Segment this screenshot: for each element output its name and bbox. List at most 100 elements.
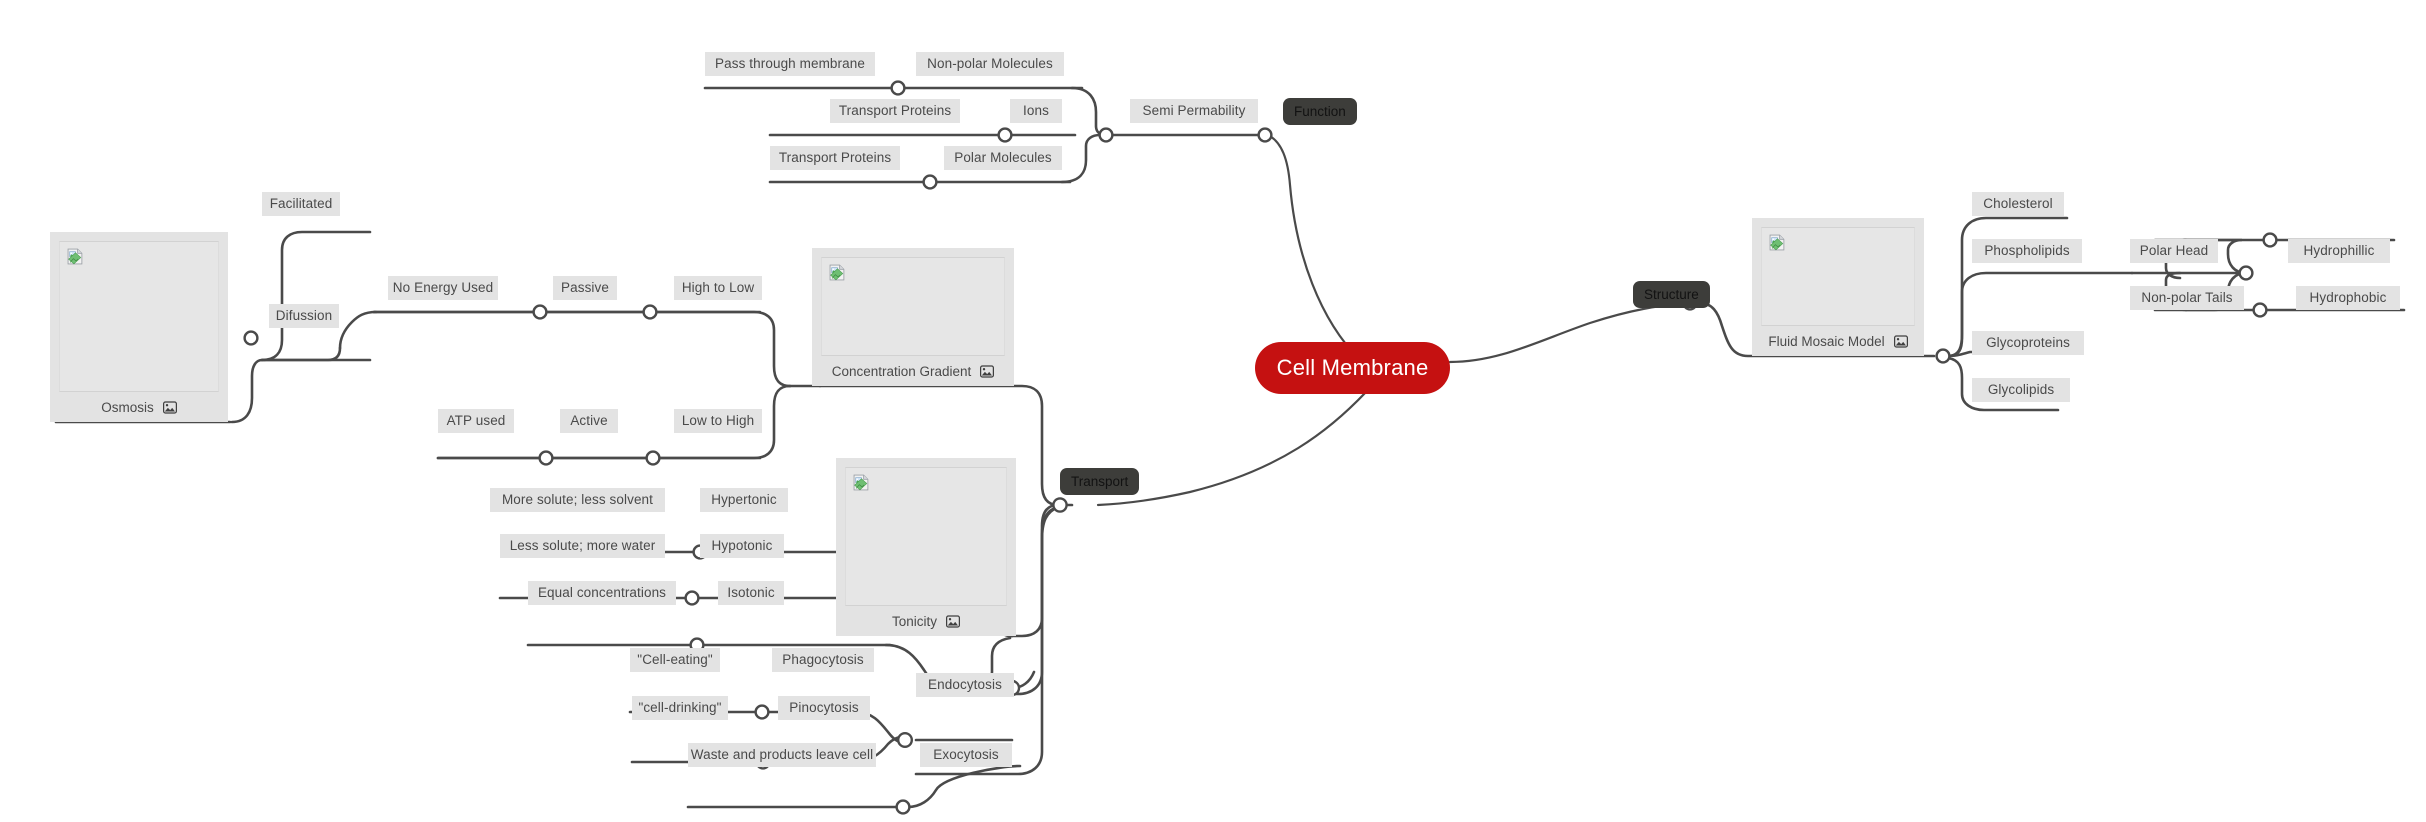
node-label: ATP used [446,413,506,429]
node-label: Passive [561,280,609,296]
node-glycoproteins[interactable]: Glycoproteins [1972,331,2084,355]
node-label: "cell-drinking" [638,700,722,716]
image-card-label: Osmosis [101,399,154,415]
node-isotonic[interactable]: Isotonic [718,581,784,605]
node-label: Glycoproteins [1986,335,2070,351]
image-card-caption: Concentration Gradient [812,356,1014,386]
category-node-structure[interactable]: Structure [1633,281,1710,308]
image-card-concentration-gradient[interactable]: Concentration Gradient [812,248,1014,386]
category-node-function[interactable]: Function [1283,98,1357,125]
node-label: Hypertonic [711,492,777,508]
image-card-label: Fluid Mosaic Model [1768,333,1885,349]
node-label: "Cell-eating" [637,652,713,668]
node-cholesterol[interactable]: Cholesterol [1972,192,2064,216]
image-card-caption: Tonicity [836,606,1016,636]
node-label: High to Low [681,280,755,296]
picture-icon [946,614,960,628]
node-non-polar-molecules[interactable]: Non-polar Molecules [916,52,1064,76]
node-non-polar-tails[interactable]: Non-polar Tails [2130,286,2244,310]
node-difussion[interactable]: Difussion [269,304,339,328]
node-less-solute-more-water[interactable]: Less solute; more water [500,534,665,558]
node-label: Hydrophillic [2303,243,2375,259]
node-label: More solute; less solvent [501,492,654,508]
image-placeholder-frame [59,241,219,392]
node-ions[interactable]: Ions [1010,99,1062,123]
node-hydrophobic[interactable]: Hydrophobic [2296,286,2400,310]
image-card-tonicity[interactable]: Tonicity [836,458,1016,636]
picture-icon [1893,334,1908,348]
image-placeholder-frame [845,467,1007,606]
node-label: Waste and products leave cell [690,747,874,763]
node-label: Facilitated [269,196,333,212]
category-label-structure: Structure [1644,286,1699,302]
node-label: Low to High [681,413,755,429]
picture-icon [162,400,177,414]
node-phospholipids[interactable]: Phospholipids [1972,239,2082,263]
node-label: Non-polar Tails [2141,290,2233,306]
node-pinocytosis[interactable]: Pinocytosis [778,696,870,720]
node-endocytosis[interactable]: Endocytosis [916,673,1014,697]
node-label: No Energy Used [392,280,494,296]
node-hypertonic[interactable]: Hypertonic [700,488,788,512]
node-label: Pinocytosis [789,700,859,716]
node-more-solute-less-solvent[interactable]: More solute; less solvent [490,488,665,512]
root-node-cell-membrane[interactable]: Cell Membrane [1255,342,1450,394]
node-polar-head[interactable]: Polar Head [2130,239,2218,263]
category-label-transport: Transport [1071,473,1129,489]
broken-image-icon [853,474,869,491]
node-transport-proteins-2[interactable]: Transport Proteins [770,146,900,170]
node-label: Cholesterol [1983,196,2053,212]
node-polar-molecules[interactable]: Polar Molecules [944,146,1062,170]
node-label: Pass through membrane [715,56,865,72]
node-transport-proteins-1[interactable]: Transport Proteins [830,99,960,123]
node-facilitated[interactable]: Facilitated [262,192,340,216]
node-atp-used[interactable]: ATP used [438,409,514,433]
node-label: Equal concentrations [537,585,667,601]
node-high-to-low[interactable]: High to Low [674,276,762,300]
node-waste-and-products-leave-cell[interactable]: Waste and products leave cell [688,743,876,767]
node-label: Less solute; more water [509,538,656,554]
node-semi-permability[interactable]: Semi Permability [1130,99,1258,123]
node-label: Endocytosis [928,677,1002,693]
node-cell-eating[interactable]: "Cell-eating" [630,648,720,672]
node-pass-through-membrane[interactable]: Pass through membrane [705,52,875,76]
node-label: Ions [1023,103,1049,119]
image-card-label: Tonicity [891,613,937,629]
node-no-energy-used[interactable]: No Energy Used [388,276,498,300]
picture-icon [980,364,995,378]
node-label: Hydrophobic [2309,290,2387,306]
image-card-caption: Fluid Mosaic Model [1752,326,1924,356]
node-passive[interactable]: Passive [553,276,617,300]
node-label: Polar Head [2139,243,2209,259]
root-node-label: Cell Membrane [1276,355,1429,380]
broken-image-icon [67,248,83,265]
node-hydrophillic[interactable]: Hydrophillic [2288,239,2390,263]
image-placeholder-frame [821,257,1005,356]
node-label: Semi Permability [1142,103,1246,119]
image-placeholder-frame [1761,227,1915,326]
node-active[interactable]: Active [560,409,618,433]
node-label: Difussion [275,308,333,324]
image-card-caption: Osmosis [50,392,228,422]
image-card-osmosis[interactable]: Osmosis [50,232,228,422]
node-hypotonic[interactable]: Hypotonic [700,534,784,558]
node-equal-concentrations[interactable]: Equal concentrations [528,581,676,605]
node-label: Polar Molecules [954,150,1052,166]
node-glycolipids[interactable]: Glycolipids [1972,378,2070,402]
node-label: Transport Proteins [778,150,892,166]
image-card-label: Concentration Gradient [831,363,972,379]
broken-image-icon [1769,234,1785,251]
category-node-transport[interactable]: Transport [1060,468,1140,495]
broken-image-icon [829,264,845,281]
node-label: Exocytosis [933,747,999,763]
node-label: Transport Proteins [838,103,952,119]
node-cell-drinking[interactable]: "cell-drinking" [632,696,728,720]
node-exocytosis[interactable]: Exocytosis [920,743,1012,767]
category-label-function: Function [1294,103,1346,119]
node-phagocytosis[interactable]: Phagocytosis [772,648,874,672]
node-low-to-high[interactable]: Low to High [674,409,762,433]
node-label: Isotonic [727,585,775,601]
image-card-fluid-mosaic-model[interactable]: Fluid Mosaic Model [1752,218,1924,356]
